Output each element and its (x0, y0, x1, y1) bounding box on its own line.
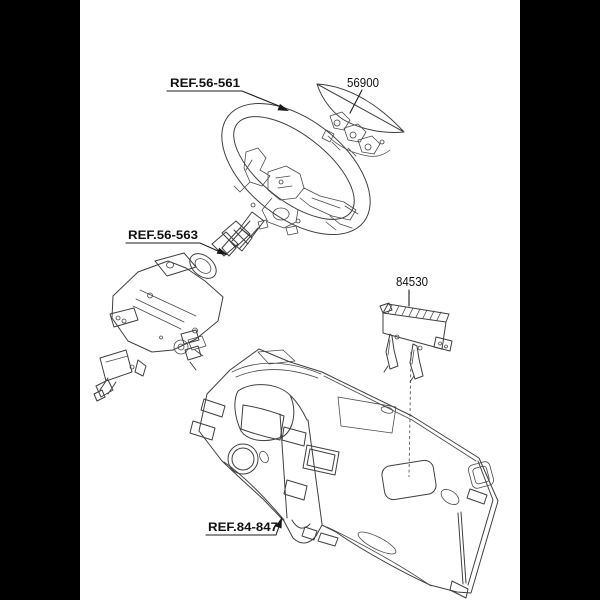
passenger-airbag-stitch-ticks (387, 304, 442, 321)
wheel-shaft-stub (221, 211, 265, 257)
driver-airbag-inflator-detail (321, 111, 391, 157)
callout-label-driver-airbag: 56900 (347, 76, 379, 90)
column-upper-shaft (211, 220, 259, 257)
column-main-body (111, 260, 224, 353)
callout-label-steering-column: REF.56-563 (128, 228, 198, 242)
right-cap-blob (440, 489, 460, 505)
arrowhead (275, 517, 282, 529)
callout-ref-84-847: REF.84-847 (205, 517, 282, 536)
callout-84530: 84530 (396, 275, 428, 307)
dashboard-right-cap-detail (449, 460, 494, 599)
parts-diagram-svg: REF.56-561 56900 REF.56-563 84530 REF.84… (93, 76, 499, 599)
driver-airbag-drawing (316, 83, 405, 157)
leader-line (205, 527, 280, 536)
callout-label-passenger-airbag: 84530 (396, 275, 428, 289)
glovebox-trim-oval (357, 531, 397, 555)
column-inner-detail (105, 261, 207, 370)
dashboard-drawing (180, 329, 499, 599)
center-stack-detail (180, 329, 340, 547)
callout-56900: 56900 (347, 76, 379, 114)
cluster-hood-detail (189, 384, 295, 475)
leader-line (125, 242, 219, 252)
callout-label-steering-wheel: REF.56-561 (170, 76, 240, 90)
leader-line (349, 89, 363, 114)
glovebox-lower-band (326, 526, 432, 587)
arrowhead (277, 103, 289, 111)
letterbox-right (520, 0, 600, 600)
column-hole-side-oval (259, 450, 269, 464)
leader-line (166, 90, 280, 107)
dashboard-sensor-oval (380, 406, 394, 414)
callout-ref-56-561: REF.56-561 (166, 76, 289, 111)
passenger-airbag-drawing (379, 302, 453, 478)
column-flange-inner (194, 258, 212, 274)
callout-label-crash-pad: REF.84-847 (208, 520, 278, 534)
driver-airbag-cover (316, 83, 405, 133)
arrowhead (216, 247, 228, 255)
callout-ref-56-563: REF.56-563 (125, 228, 228, 255)
right-cap-vent-outer (467, 461, 495, 489)
column-flange (189, 253, 217, 279)
letterbox-left (0, 0, 80, 600)
wheel-rim-inner (233, 116, 355, 220)
dashboard-top-surface-detail (231, 349, 477, 462)
column-brackets (93, 252, 197, 402)
passenger-airbag-brackets (383, 333, 453, 383)
passenger-airbag-door-outline (381, 459, 437, 501)
diagram-canvas: REF.56-561 56900 REF.56-563 84530 REF.84… (80, 0, 520, 600)
dashboard-outline (198, 348, 499, 594)
right-cap-vent-inner (472, 465, 490, 485)
passenger-airbag-holes (387, 334, 448, 365)
passenger-airbag-body (379, 302, 450, 350)
wheel-spokes-hub (233, 147, 359, 236)
steering-column-drawing (93, 220, 259, 402)
